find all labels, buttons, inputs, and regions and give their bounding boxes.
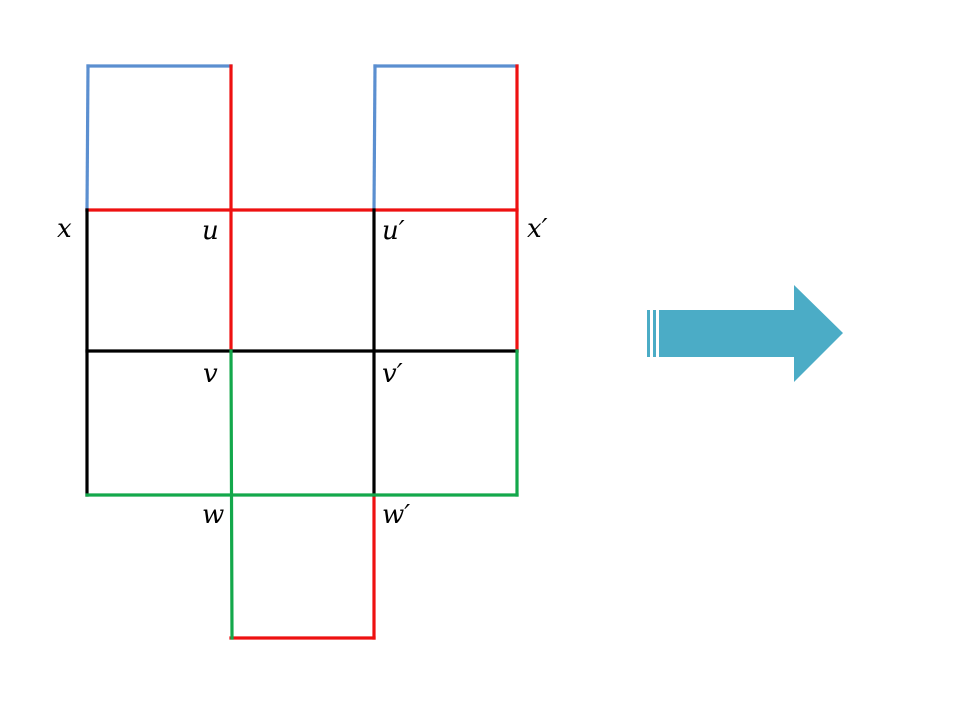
red-edges	[85, 64, 519, 640]
label-x-prime: x′	[527, 214, 548, 244]
blue-edges	[85, 64, 519, 212]
label-u-prime: u′	[382, 216, 405, 246]
arrow-body	[659, 285, 843, 382]
right-arrow-icon	[647, 285, 843, 382]
label-w-prime: w′	[382, 500, 410, 530]
label-u: u	[202, 216, 219, 246]
blue-edge-right-top-vertical	[372, 64, 377, 212]
green-edges	[85, 349, 519, 640]
label-w: w	[202, 500, 224, 530]
vertex-labels: x u u′ x′ v v′ w w′	[57, 214, 548, 530]
arrow-stripe-1	[647, 310, 650, 357]
label-v: v	[203, 359, 218, 389]
label-v-prime: v′	[382, 359, 403, 389]
black-edges	[85, 208, 519, 497]
blue-edge-left-top-vertical	[85, 64, 90, 212]
label-x: x	[57, 214, 72, 244]
arrow-stripe-2	[653, 310, 656, 357]
